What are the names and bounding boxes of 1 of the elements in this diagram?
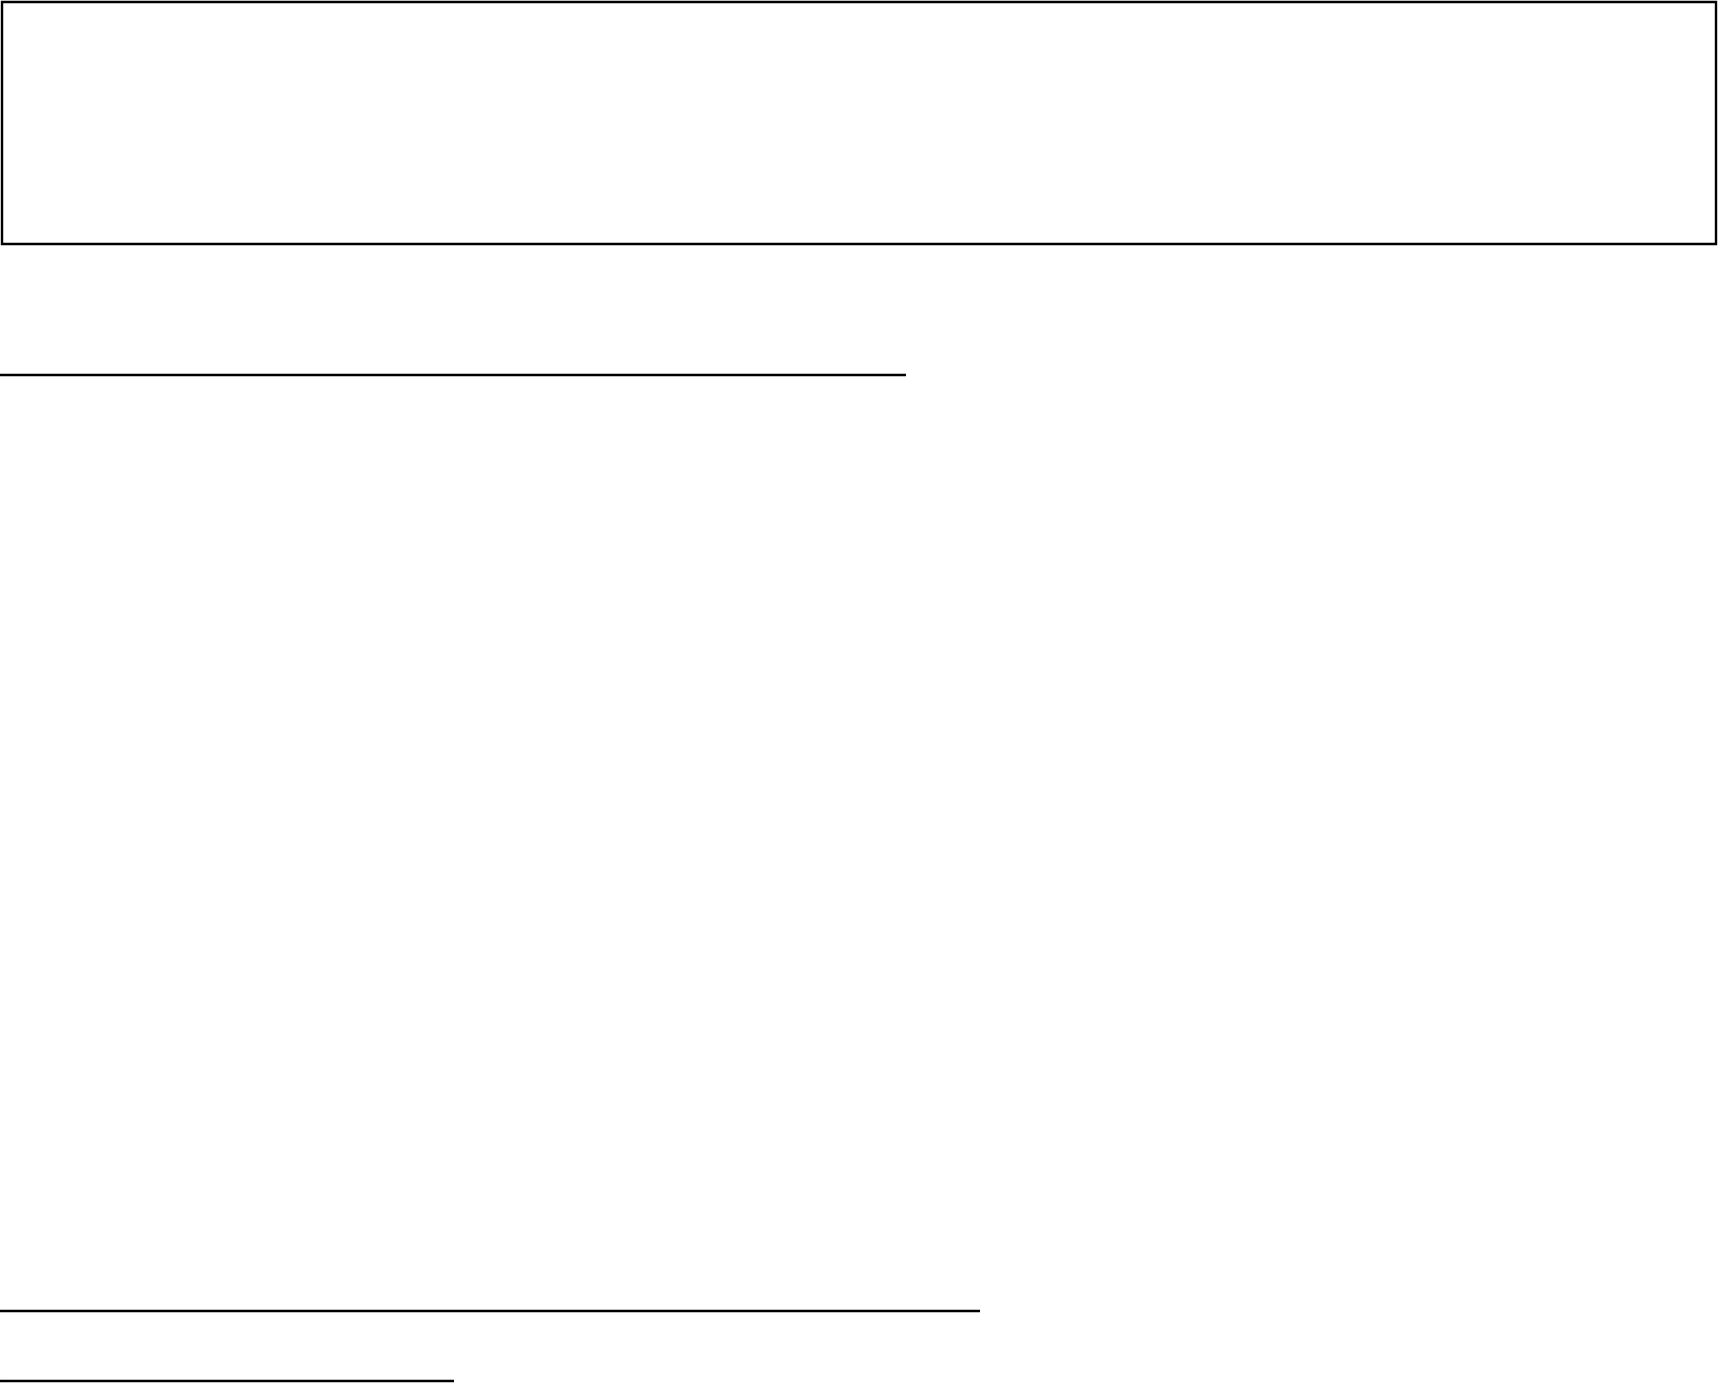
empty-box xyxy=(0,0,1718,246)
